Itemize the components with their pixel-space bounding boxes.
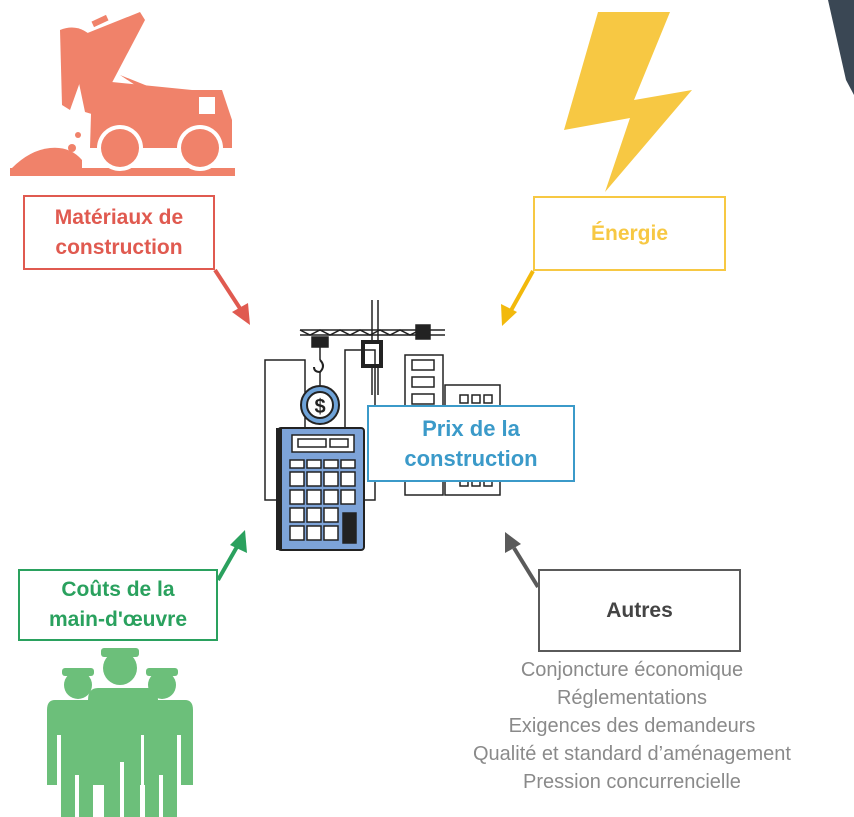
corner-decoration: [828, 0, 854, 95]
other-label: Autres: [606, 598, 673, 622]
dump-truck-icon: [10, 12, 235, 176]
labour-label-line1: Coûts de la: [61, 578, 175, 601]
dollar-symbol: $: [314, 396, 325, 418]
labour-box: Coûts de la main-d'œuvre: [18, 569, 218, 641]
arrow-labour: [216, 530, 247, 581]
materials-box: Matériaux de construction: [23, 195, 215, 270]
price-label-line2: construction: [404, 445, 538, 471]
labour-label-line2: main-d'œuvre: [48, 608, 187, 631]
other-factor-item: Pression concurrencielle: [523, 771, 741, 793]
energy-box: Énergie: [533, 196, 726, 271]
other-factor-item: Conjoncture économique: [520, 659, 744, 681]
arrow-energy: [501, 270, 535, 326]
other-factor-item: Exigences des demandeurs: [508, 715, 756, 737]
price-box: Prix de la construction: [367, 405, 575, 482]
energy-label: Énergie: [590, 221, 669, 245]
arrow-other: [505, 532, 540, 589]
other-factor-item: Qualité et standard d’aménagement: [473, 743, 791, 765]
other-factor-item: Réglementations: [556, 687, 708, 709]
materials-label-line1: Matériaux de: [54, 205, 184, 229]
other-factors-list: Conjoncture économique Réglementations E…: [410, 656, 854, 796]
calculator-construction-icon: [264, 300, 501, 551]
other-box: Autres: [538, 569, 741, 652]
lightning-bolt-icon: [564, 12, 692, 192]
arrow-materials: [213, 268, 250, 325]
workers-icon: [47, 648, 193, 817]
materials-label-line2: construction: [55, 235, 183, 259]
price-label-line1: Prix de la: [422, 415, 520, 441]
